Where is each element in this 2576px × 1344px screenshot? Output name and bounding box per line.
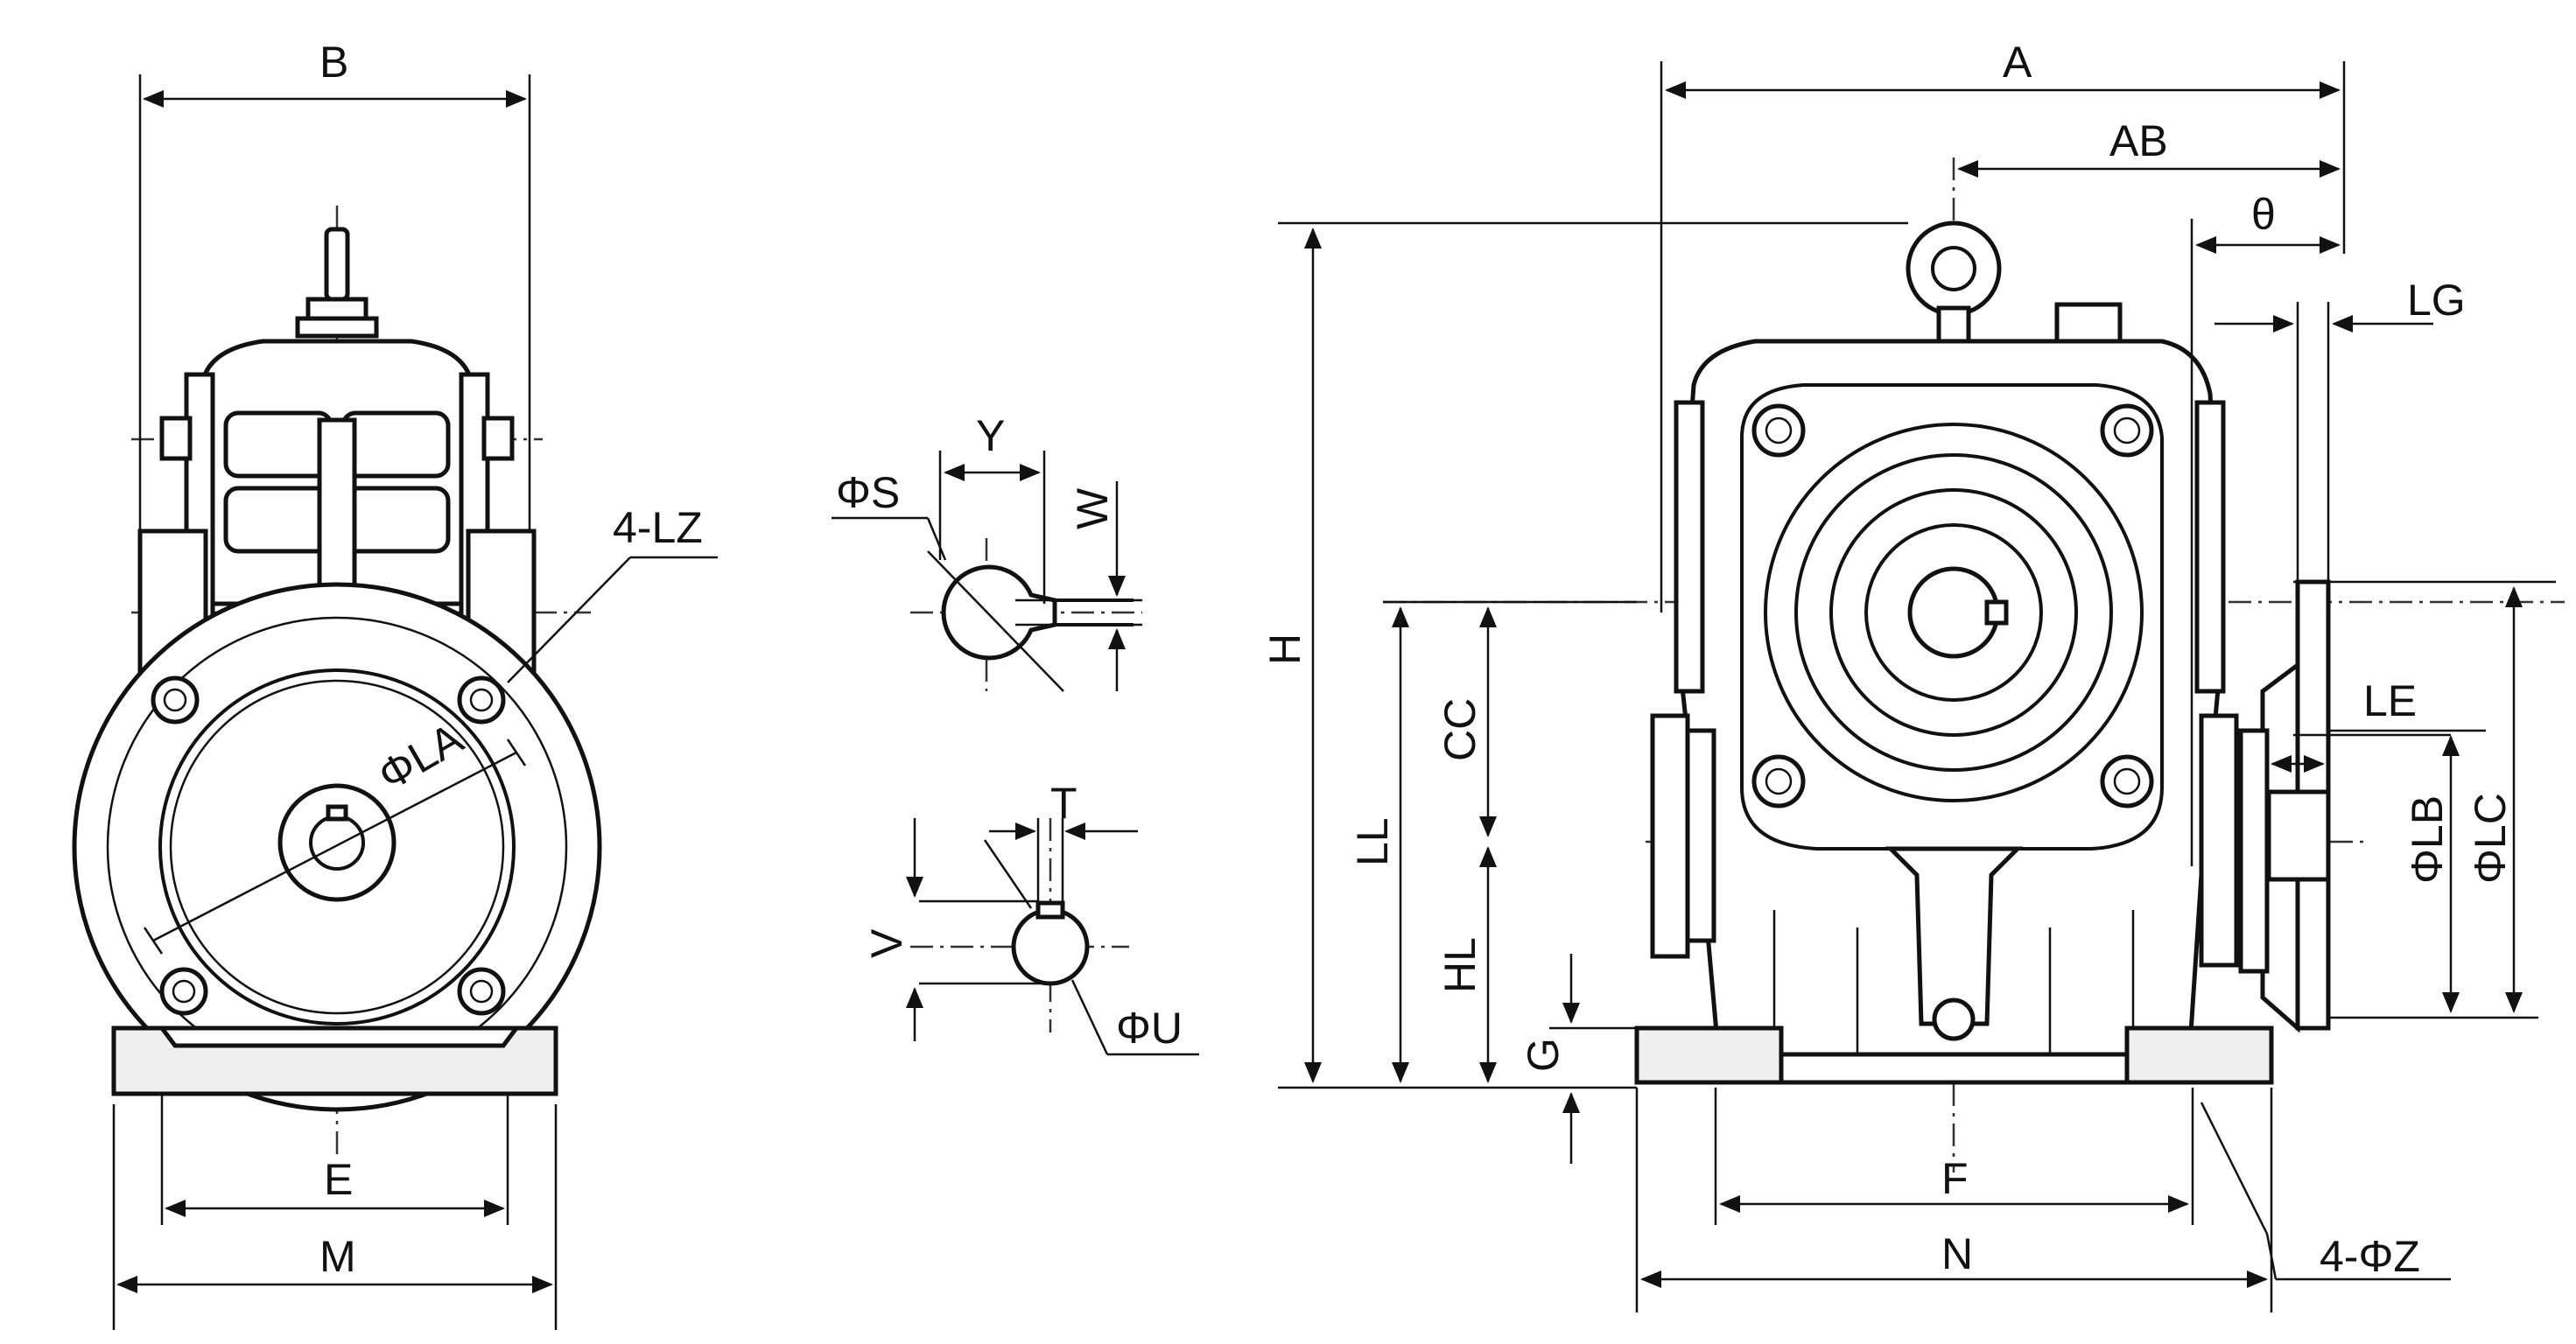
label-t: T — [1050, 779, 1077, 828]
label-m: M — [319, 1232, 356, 1281]
label-phi-lc: ΦLC — [2466, 793, 2515, 884]
label-f: F — [1941, 1154, 1969, 1203]
label-e: E — [324, 1155, 353, 1204]
label-w: W — [1068, 487, 1117, 529]
label-a: A — [2003, 38, 2032, 87]
label-hl: HL — [1435, 937, 1485, 993]
label-g: G — [1519, 1038, 1568, 1072]
label-cc: CC — [1435, 698, 1485, 761]
dimension-labels: B 4-LZ ΦLA E M Y ΦS W T V ΦU A AB θ LG H… — [319, 38, 2515, 1281]
label-n: N — [1941, 1229, 1973, 1278]
label-ll: LL — [1348, 817, 1397, 866]
label-phi-u: ΦU — [1116, 1004, 1183, 1053]
label-phi-lb: ΦLB — [2403, 795, 2452, 884]
label-4-lz: 4-LZ — [613, 503, 703, 552]
left-end-view — [72, 74, 718, 1330]
label-y: Y — [976, 411, 1005, 460]
label-4-phi-z: 4-ΦZ — [2320, 1232, 2420, 1281]
label-v: V — [862, 928, 911, 958]
label-theta: θ — [2251, 190, 2276, 239]
label-le: LE — [2363, 676, 2417, 725]
label-phi-s: ΦS — [836, 468, 900, 517]
shaft-detail-u — [906, 818, 1199, 1056]
label-h: H — [1260, 634, 1309, 665]
right-side-view — [1278, 61, 2565, 1312]
shaft-detail-s — [832, 451, 1142, 692]
label-lg: LG — [2407, 276, 2466, 325]
label-ab: AB — [2109, 116, 2168, 165]
label-b: B — [319, 38, 348, 87]
